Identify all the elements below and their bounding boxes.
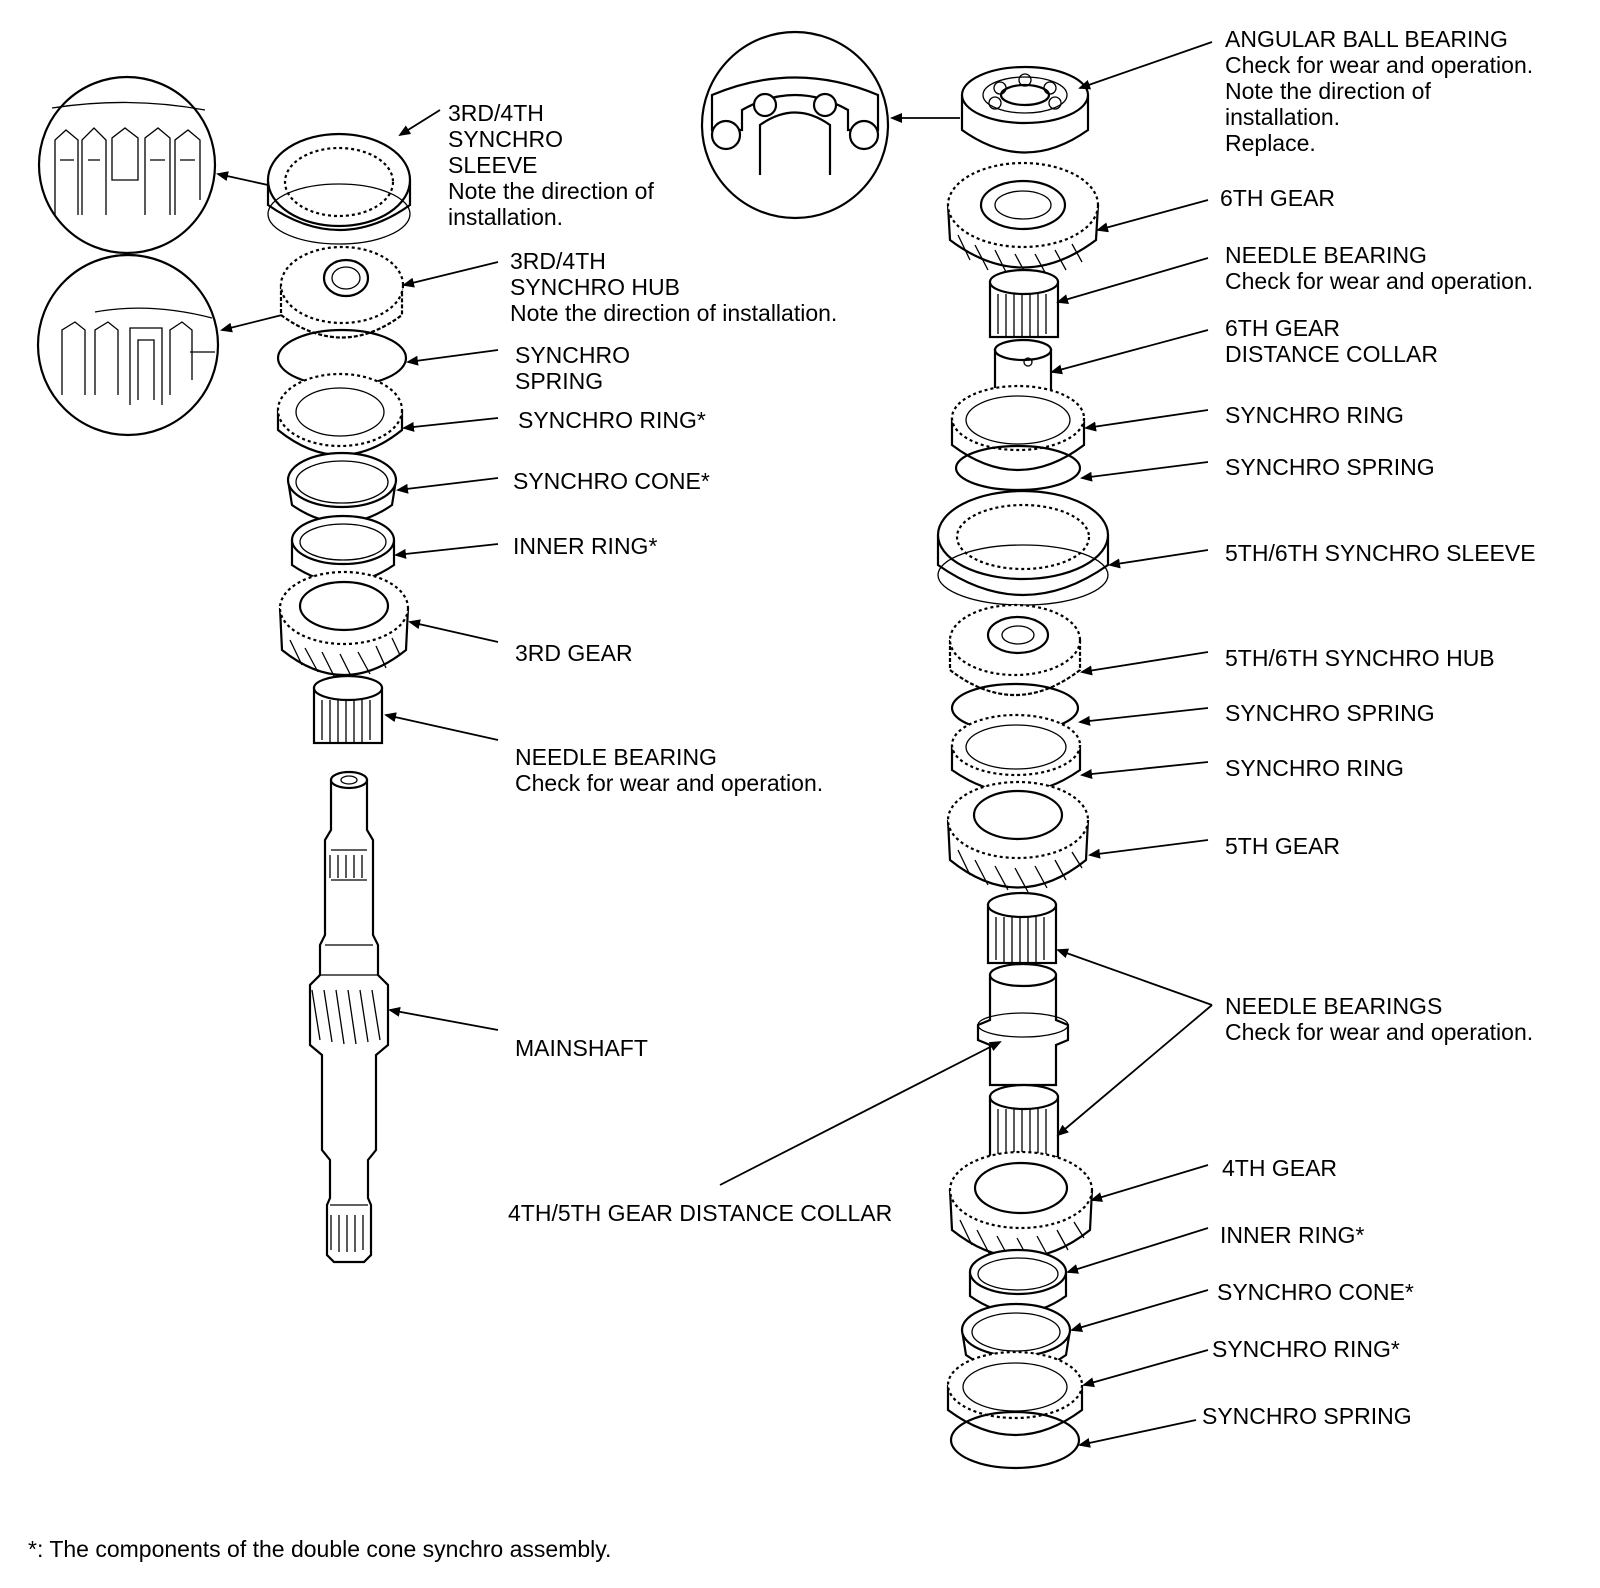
label-title: 6TH GEAR DISTANCE COLLAR	[1225, 315, 1439, 367]
label-note: Note the direction of installation.	[448, 178, 654, 230]
label-title: SYNCHRO CONE*	[513, 468, 710, 494]
6th-gear	[946, 161, 1100, 279]
label-angular-ball-bearing: ANGULAR BALL BEARING Check for wear and …	[1225, 26, 1533, 156]
left-leader-lines	[384, 109, 499, 1031]
synchro-ring-left	[276, 372, 404, 456]
angular-ball-bearing	[960, 65, 1090, 154]
needle-bearing-right-top	[988, 268, 1060, 339]
label-title: SYNCHRO SPRING	[1225, 454, 1435, 480]
label-5th-6th-synchro-hub: 5TH/6TH SYNCHRO HUB	[1225, 645, 1495, 671]
4th-5th-gear-distance-collar	[976, 962, 1070, 1087]
label-needle-bearings: NEEDLE BEARINGS Check for wear and opera…	[1225, 993, 1533, 1045]
label-4th-5th-gear-distance-collar: 4TH/5TH GEAR DISTANCE COLLAR	[508, 1200, 892, 1226]
label-synchro-cone-left: SYNCHRO CONE*	[513, 468, 710, 494]
label-title: 3RD GEAR	[515, 640, 633, 666]
3rd-4th-synchro-sleeve	[266, 132, 412, 245]
label-synchro-ring-right-3: SYNCHRO RING*	[1212, 1336, 1400, 1362]
label-synchro-ring-right-1: SYNCHRO RING	[1225, 402, 1404, 428]
label-title: ANGULAR BALL BEARING	[1225, 26, 1508, 52]
inner-ring-left	[290, 514, 396, 584]
inner-ring-right	[968, 1248, 1068, 1314]
label-title: SYNCHRO RING	[1225, 755, 1404, 781]
needle-bearing-left	[312, 674, 384, 745]
label-title: 4TH/5TH GEAR DISTANCE COLLAR	[508, 1200, 893, 1226]
label-mainshaft: MAINSHAFT	[515, 1035, 648, 1061]
label-3rd-gear: 3RD GEAR	[515, 640, 633, 666]
label-note: Check for wear and operation. Note the d…	[1225, 52, 1534, 156]
label-title: SYNCHRO SPRING	[1225, 700, 1435, 726]
label-6th-gear: 6TH GEAR	[1220, 185, 1335, 211]
label-3rd-4th-synchro-hub: 3RD/4TH SYNCHRO HUB Note the direction o…	[510, 248, 837, 326]
label-note: Check for wear and operation.	[1225, 1019, 1534, 1045]
mainshaft	[308, 770, 390, 1264]
footnote: *: The components of the double cone syn…	[28, 1536, 612, 1562]
4th-gear	[948, 1150, 1094, 1263]
label-note: Check for wear and operation.	[1225, 268, 1534, 294]
label-title: SYNCHRO SPRING	[515, 342, 631, 394]
5th-6th-synchro-sleeve	[936, 489, 1110, 606]
label-title: SYNCHRO CONE*	[1217, 1279, 1414, 1305]
label-title: 5TH/6TH SYNCHRO HUB	[1225, 645, 1495, 671]
label-title: SYNCHRO SPRING	[1202, 1403, 1412, 1429]
label-5th-gear: 5TH GEAR	[1225, 833, 1340, 859]
label-synchro-ring-right-2: SYNCHRO RING	[1225, 755, 1404, 781]
synchro-cone-left	[286, 451, 398, 524]
label-synchro-cone-right: SYNCHRO CONE*	[1217, 1279, 1414, 1305]
label-note: Note the direction of installation.	[510, 300, 838, 326]
label-title: SYNCHRO RING	[1225, 402, 1404, 428]
label-title: 3RD/4TH SYNCHRO SLEEVE	[448, 100, 564, 178]
label-needle-bearing-left: NEEDLE BEARING Check for wear and operat…	[515, 744, 823, 796]
label-synchro-spring-right-1: SYNCHRO SPRING	[1225, 454, 1435, 480]
sleeve-teeth-detail-view	[37, 75, 217, 255]
label-title: SYNCHRO RING*	[518, 407, 706, 433]
label-note: Check for wear and operation.	[515, 770, 824, 796]
label-title: INNER RING*	[1220, 1222, 1365, 1248]
label-inner-ring-right: INNER RING*	[1220, 1222, 1364, 1248]
label-4th-gear: 4TH GEAR	[1222, 1155, 1337, 1181]
needle-bearing-right-mid	[986, 891, 1058, 965]
label-synchro-spring-right-3: SYNCHRO SPRING	[1202, 1403, 1412, 1429]
ball-bearing-detail-view	[700, 30, 890, 220]
label-synchro-spring-right-2: SYNCHRO SPRING	[1225, 700, 1435, 726]
3rd-4th-synchro-hub	[279, 245, 405, 339]
label-title: INNER RING*	[513, 533, 658, 559]
label-synchro-spring-left: SYNCHRO SPRING	[515, 342, 630, 394]
label-title: NEEDLE BEARING	[515, 744, 717, 770]
synchro-ring-right-1	[950, 384, 1086, 471]
label-title: MAINSHAFT	[515, 1035, 648, 1061]
label-3rd-4th-synchro-sleeve: 3RD/4TH SYNCHRO SLEEVE Note the directio…	[448, 100, 654, 230]
hub-detail-view	[36, 253, 220, 437]
synchro-ring-right-3	[946, 1350, 1084, 1436]
label-title: SYNCHRO RING*	[1212, 1336, 1400, 1362]
label-title: NEEDLE BEARINGS	[1225, 993, 1443, 1019]
label-title: 3RD/4TH SYNCHRO HUB	[510, 248, 680, 300]
label-5th-6th-synchro-sleeve: 5TH/6TH SYNCHRO SLEEVE	[1225, 540, 1536, 566]
5th-gear	[946, 780, 1090, 893]
5th-6th-synchro-hub	[948, 603, 1082, 696]
label-synchro-ring-left: SYNCHRO RING*	[518, 407, 706, 433]
label-needle-bearing-right: NEEDLE BEARING Check for wear and operat…	[1225, 242, 1533, 294]
needle-bearing-right-low	[988, 1083, 1060, 1159]
label-title: 5TH/6TH SYNCHRO SLEEVE	[1225, 540, 1536, 566]
label-inner-ring-left: INNER RING*	[513, 533, 657, 559]
3rd-gear	[278, 570, 410, 679]
label-title: 6TH GEAR	[1220, 185, 1336, 211]
label-6th-gear-distance-collar: 6TH GEAR DISTANCE COLLAR	[1225, 315, 1438, 367]
right-leader-lines	[719, 41, 1213, 1448]
label-title: NEEDLE BEARING	[1225, 242, 1427, 268]
label-title: 5TH GEAR	[1225, 833, 1341, 859]
synchro-ring-right-2	[950, 713, 1082, 794]
label-title: 4TH GEAR	[1222, 1155, 1338, 1181]
